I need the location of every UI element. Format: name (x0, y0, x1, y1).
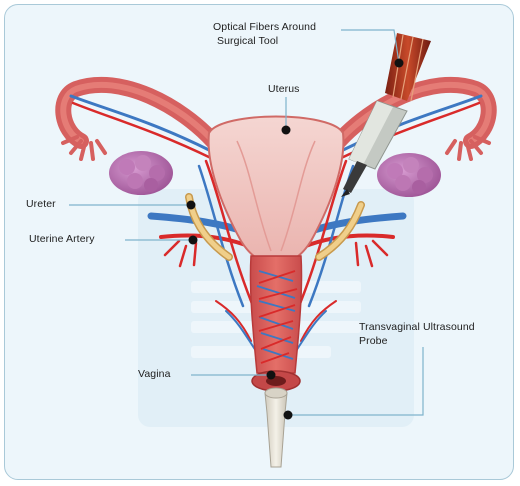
ultrasound-probe-icon (264, 387, 288, 468)
label-transvaginal-probe-line1: Transvaginal Ultrasound (359, 321, 475, 333)
pointer-dots (186, 58, 404, 420)
uterus (207, 115, 345, 265)
label-uterus: Uterus (268, 83, 300, 95)
label-uterine-artery: Uterine Artery (29, 233, 95, 245)
label-optical-fibers-line2: Surgical Tool (217, 35, 279, 47)
fallopian-tubes (55, 76, 497, 161)
anatomy-illustration (55, 29, 497, 468)
label-ureter: Ureter (26, 198, 56, 210)
label-transvaginal-probe-line2: Probe (359, 335, 388, 347)
leader-lines (69, 29, 424, 416)
label-optical-fibers-line1: Optical Fibers Around (213, 21, 317, 33)
cervix-vagina (249, 255, 303, 392)
diagram-frame: Optical Fibers Around Surgical Tool Uter… (4, 4, 514, 480)
label-vagina: Vagina (138, 368, 171, 380)
left-ovary (109, 151, 173, 195)
right-ovary (377, 153, 441, 197)
